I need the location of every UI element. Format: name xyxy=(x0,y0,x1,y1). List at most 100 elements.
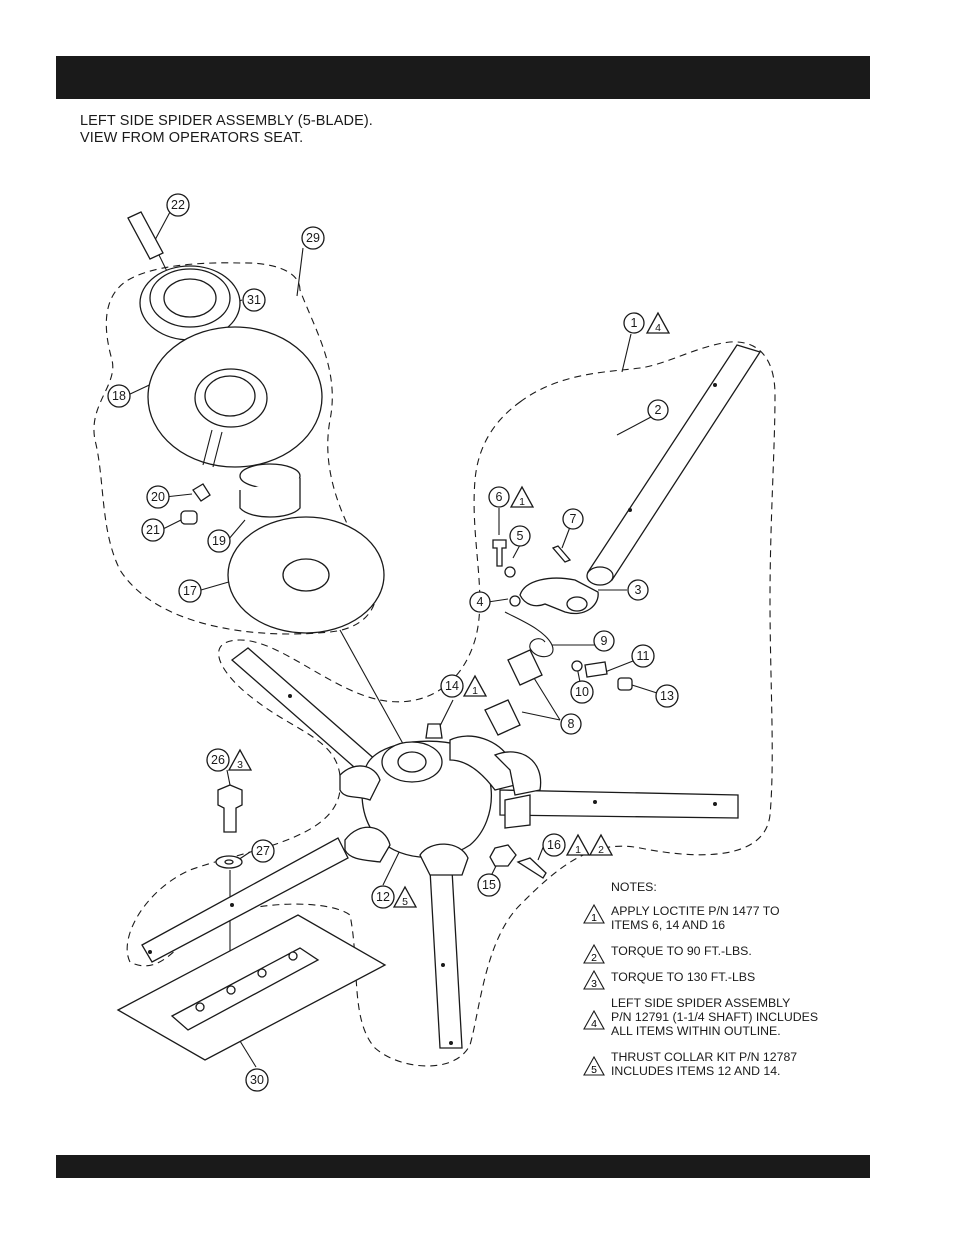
callout-16: 16 1 2 xyxy=(542,833,614,857)
notes-title: NOTES: xyxy=(611,880,657,894)
svg-text:15: 15 xyxy=(482,878,496,892)
notes-section: NOTES: 1 APPLY LOCTITE P/N 1477 TO ITEMS… xyxy=(583,880,863,1090)
svg-text:1: 1 xyxy=(631,316,638,330)
svg-text:1: 1 xyxy=(519,496,525,508)
note-text: ALL ITEMS WITHIN OUTLINE. xyxy=(611,1024,781,1038)
svg-text:26: 26 xyxy=(211,753,225,767)
header-bar xyxy=(56,56,870,99)
callout-3: 3 xyxy=(627,579,649,601)
outline-item-29 xyxy=(93,262,377,635)
callout-9: 9 xyxy=(593,630,615,652)
diagram-caption: LEFT SIDE SPIDER ASSEMBLY (5-BLADE). VIE… xyxy=(80,113,373,147)
svg-text:22: 22 xyxy=(171,198,185,212)
svg-text:29: 29 xyxy=(306,231,320,245)
note-text: APPLY LOCTITE P/N 1477 TO xyxy=(611,904,780,918)
svg-text:18: 18 xyxy=(112,389,126,403)
svg-text:10: 10 xyxy=(575,685,589,699)
note-text: ITEMS 6, 14 AND 16 xyxy=(611,918,726,932)
callout-26: 26 3 xyxy=(206,748,253,772)
svg-text:4: 4 xyxy=(655,322,661,334)
svg-text:5: 5 xyxy=(517,529,524,543)
callout-30: 30 xyxy=(245,1068,269,1092)
svg-text:4: 4 xyxy=(477,595,484,609)
bushing-8b xyxy=(484,699,521,736)
fitting-20 xyxy=(192,483,211,502)
svg-text:27: 27 xyxy=(256,844,270,858)
note-3: 3 TORQUE TO 130 FT.-LBS xyxy=(583,970,863,990)
screw-14 xyxy=(425,723,443,739)
bolt-16 xyxy=(516,857,547,879)
svg-text:12: 12 xyxy=(376,890,390,904)
svg-text:7: 7 xyxy=(570,512,577,526)
bolt-6 xyxy=(492,539,507,567)
callout-22: 22 xyxy=(166,193,190,217)
shaft-2 xyxy=(586,344,762,581)
arm-lower-left xyxy=(141,837,349,963)
washer-4 xyxy=(509,595,521,607)
svg-text:20: 20 xyxy=(151,490,165,504)
fitting-11 xyxy=(584,661,608,678)
svg-text:2: 2 xyxy=(655,403,662,417)
cap-21 xyxy=(180,510,198,525)
note-5: 5 THRUST COLLAR KIT P/N 12787 INCLUDES I… xyxy=(583,1050,863,1078)
callout-17: 17 xyxy=(178,579,202,603)
svg-text:30: 30 xyxy=(250,1073,264,1087)
callout-10: 10 xyxy=(570,680,594,704)
svg-text:9: 9 xyxy=(601,634,608,648)
arm-upper-left xyxy=(230,647,380,775)
note-flag-triangle: 5 xyxy=(583,1056,605,1076)
svg-text:17: 17 xyxy=(183,584,197,598)
callout-2: 2 xyxy=(647,399,669,421)
svg-text:8: 8 xyxy=(568,717,575,731)
svg-text:19: 19 xyxy=(212,534,226,548)
callout-20: 20 xyxy=(146,485,170,509)
pin-22 xyxy=(127,211,164,260)
callout-12: 12 5 xyxy=(371,885,418,909)
callout-7: 7 xyxy=(562,508,584,530)
footer-bar xyxy=(56,1155,870,1178)
note-2: 2 TORQUE TO 90 FT.-LBS. xyxy=(583,944,863,964)
note-text: TORQUE TO 90 FT.-LBS. xyxy=(611,944,752,958)
note-text: INCLUDES ITEMS 12 AND 14. xyxy=(611,1064,781,1078)
note-1: 1 APPLY LOCTITE P/N 1477 TO ITEMS 6, 14 … xyxy=(583,904,863,932)
svg-text:16: 16 xyxy=(547,838,561,852)
bolt-26 xyxy=(217,784,243,833)
svg-text:21: 21 xyxy=(146,523,160,537)
note-4: 4 LEFT SIDE SPIDER ASSEMBLY P/N 12791 (1… xyxy=(583,996,863,1038)
note-text: LEFT SIDE SPIDER ASSEMBLY xyxy=(611,996,791,1010)
outline-item-1 xyxy=(126,341,776,1067)
callout-4: 4 xyxy=(469,591,491,613)
svg-text:14: 14 xyxy=(445,679,459,693)
callout-6: 6 1 xyxy=(488,485,535,508)
callout-5: 5 xyxy=(509,525,531,547)
pin-7 xyxy=(551,545,572,563)
callout-29: 29 xyxy=(301,226,325,250)
note-flag-triangle: 1 xyxy=(583,904,605,924)
svg-text:3: 3 xyxy=(237,759,243,771)
svg-text:1: 1 xyxy=(591,912,597,924)
svg-text:3: 3 xyxy=(591,978,597,990)
callout-27: 27 xyxy=(251,839,275,863)
svg-text:2: 2 xyxy=(598,844,604,856)
note-flag-triangle: 2 xyxy=(583,944,605,964)
note-text: P/N 12791 (1-1/4 SHAFT) INCLUDES xyxy=(611,1010,819,1024)
svg-text:6: 6 xyxy=(496,490,503,504)
note-flag-triangle: 3 xyxy=(583,970,605,990)
spring-9 xyxy=(504,611,554,658)
arm-right xyxy=(499,789,739,819)
svg-text:4: 4 xyxy=(591,1018,597,1030)
callout-19: 19 xyxy=(207,529,231,553)
callout-31: 31 xyxy=(242,288,266,312)
washer-10 xyxy=(571,660,583,672)
callout-1: 1 4 xyxy=(623,311,671,334)
svg-text:11: 11 xyxy=(637,649,650,663)
callout-11: 11 xyxy=(631,644,655,668)
svg-text:1: 1 xyxy=(575,844,581,856)
svg-text:13: 13 xyxy=(660,689,674,703)
svg-text:5: 5 xyxy=(591,1064,597,1076)
svg-text:3: 3 xyxy=(635,583,642,597)
callout-15: 15 xyxy=(477,873,501,897)
cap-13 xyxy=(617,677,633,691)
svg-text:5: 5 xyxy=(402,896,408,908)
